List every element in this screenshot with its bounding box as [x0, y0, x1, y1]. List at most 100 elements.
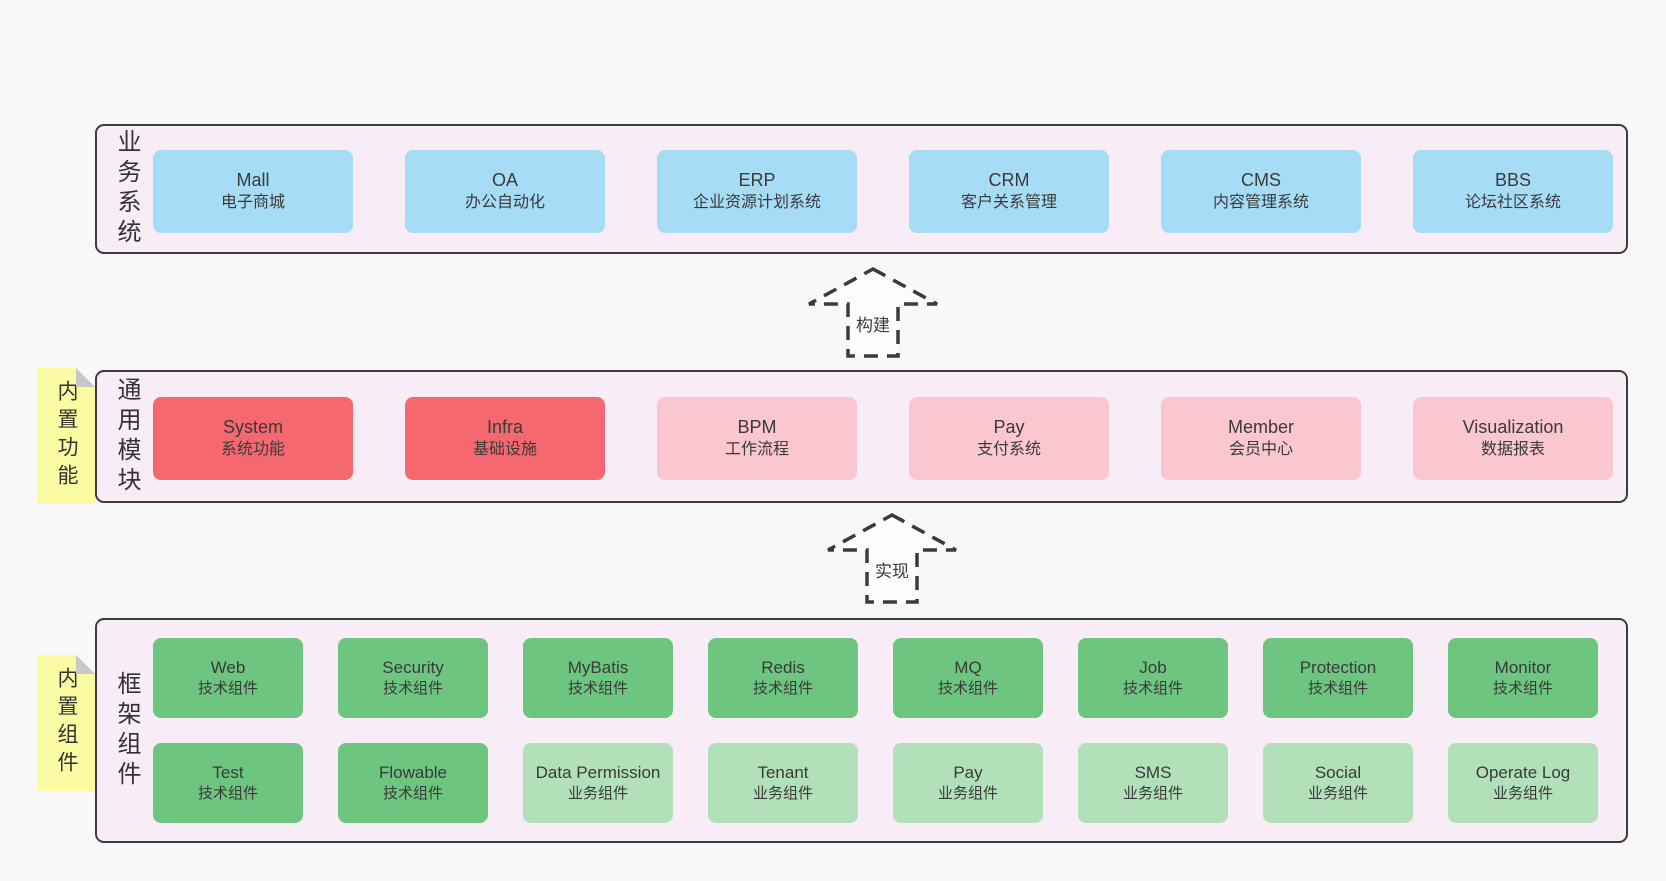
- sticky-note-label: 内置组件: [55, 667, 78, 779]
- module-box-subtitle: 业务组件: [1307, 784, 1368, 802]
- module-box-title: Operate Log: [1475, 762, 1571, 782]
- module-box-social: Social 业务组件: [1263, 743, 1413, 823]
- sticky-note-label: 内置功能: [55, 380, 78, 492]
- module-box-title: Pay: [953, 762, 983, 782]
- module-box-tenant: Tenant 业务组件: [708, 743, 858, 823]
- module-box-data-permission: Data Permission 业务组件: [523, 743, 673, 823]
- module-box-job: Job 技术组件: [1078, 638, 1228, 718]
- module-box-oa: OA 办公自动化: [405, 150, 605, 233]
- implement-arrow-label: 实现: [875, 562, 909, 581]
- module-box-subtitle: 技术组件: [1492, 679, 1553, 697]
- module-box-subtitle: 技术组件: [382, 784, 443, 802]
- module-box-security: Security 技术组件: [338, 638, 488, 718]
- module-box-title: Infra: [486, 417, 524, 438]
- module-box-title: System: [222, 417, 283, 438]
- module-box-title: Protection: [1299, 657, 1377, 677]
- module-box-subtitle: 技术组件: [197, 784, 258, 802]
- module-box-title: Security: [382, 657, 444, 677]
- module-box-subtitle: 技术组件: [1307, 679, 1368, 697]
- module-box-subtitle: 论坛社区系统: [1464, 194, 1561, 212]
- module-box-pay: Pay 支付系统: [909, 397, 1109, 480]
- module-box-infra: Infra 基础设施: [405, 397, 605, 480]
- module-box-bpm: BPM 工作流程: [657, 397, 857, 480]
- module-box-subtitle: 客户关系管理: [960, 194, 1057, 212]
- module-box-cms: CMS 内容管理系统: [1161, 150, 1361, 233]
- build-arrow: 构建: [788, 264, 958, 360]
- module-box-title: Test: [212, 762, 244, 782]
- module-box-title: ERP: [738, 170, 776, 191]
- module-box-subtitle: 系统功能: [220, 441, 285, 459]
- up-arrow-icon: [808, 267, 938, 358]
- module-box-title: Pay: [993, 417, 1025, 438]
- module-box-web: Web 技术组件: [153, 638, 303, 718]
- sticky-note-builtin-features: 内置功能: [37, 368, 95, 504]
- module-box-bbs: BBS 论坛社区系统: [1413, 150, 1613, 233]
- module-box-subtitle: 内容管理系统: [1212, 194, 1309, 212]
- module-box-crm: CRM 客户关系管理: [909, 150, 1109, 233]
- module-box-title: Member: [1227, 417, 1294, 438]
- module-box-title: MQ: [954, 657, 982, 677]
- module-box-title: Tenant: [757, 762, 809, 782]
- module-box-subtitle: 技术组件: [1122, 679, 1183, 697]
- module-box-subtitle: 业务组件: [1492, 784, 1553, 802]
- module-box-subtitle: 业务组件: [567, 784, 628, 802]
- band-side-label: 通用模块: [113, 376, 140, 497]
- module-box-operate-log: Operate Log 业务组件: [1448, 743, 1598, 823]
- module-box-subtitle: 企业资源计划系统: [692, 194, 821, 212]
- module-box-subtitle: 技术组件: [382, 679, 443, 697]
- band-row: System 系统功能 Infra 基础设施 BPM 工作流程 Pay 支付系统 Member 会…: [153, 397, 1613, 480]
- module-box-title: Web: [210, 657, 246, 677]
- module-box-member: Member 会员中心: [1161, 397, 1361, 480]
- module-box-erp: ERP 企业资源计划系统: [657, 150, 857, 233]
- module-box-title: Job: [1139, 657, 1167, 677]
- module-box-subtitle: 技术组件: [567, 679, 628, 697]
- module-box-redis: Redis 技术组件: [708, 638, 858, 718]
- module-box-title: Redis: [761, 657, 805, 677]
- module-box-subtitle: 业务组件: [752, 784, 813, 802]
- module-box-flowable: Flowable 技术组件: [338, 743, 488, 823]
- module-box-title: OA: [491, 170, 518, 191]
- module-box-title: CRM: [988, 170, 1030, 191]
- band-side-label: 框架组件: [113, 670, 140, 791]
- module-box-title: Social: [1314, 762, 1362, 782]
- module-box-title: Visualization: [1462, 417, 1564, 438]
- sticky-note-builtin-components: 内置组件: [37, 655, 95, 791]
- module-box-title: Flowable: [378, 762, 448, 782]
- module-box-subtitle: 技术组件: [752, 679, 813, 697]
- module-box-subtitle: 基础设施: [472, 441, 537, 459]
- build-arrow-label: 构建: [856, 316, 890, 335]
- implement-arrow: 实现: [807, 510, 977, 606]
- module-box-title: BBS: [1494, 170, 1532, 191]
- module-box-monitor: Monitor 技术组件: [1448, 638, 1598, 718]
- module-box-title: MyBatis: [567, 657, 629, 677]
- up-arrow-icon: [827, 513, 957, 604]
- module-box-title: BPM: [737, 417, 777, 438]
- module-box-subtitle: 支付系统: [976, 441, 1041, 459]
- module-box-title: CMS: [1241, 170, 1281, 191]
- module-box-subtitle: 数据报表: [1480, 441, 1545, 459]
- band-side-label: 业务系统: [113, 129, 140, 249]
- module-box-subtitle: 会员中心: [1228, 441, 1293, 459]
- module-box-visualization: Visualization 数据报表: [1413, 397, 1613, 480]
- module-box-title: Data Permission: [535, 762, 661, 782]
- module-box-title: SMS: [1134, 762, 1172, 782]
- module-box-subtitle: 工作流程: [724, 441, 789, 459]
- module-box-subtitle: 技术组件: [197, 679, 258, 697]
- band-common-modules: 通用模块 System 系统功能 Infra 基础设施 BPM 工作流程 Pay 支付系统 Me…: [95, 370, 1628, 503]
- module-box-title: Mall: [236, 170, 270, 191]
- module-box-title: Monitor: [1494, 657, 1552, 677]
- module-box-test: Test 技术组件: [153, 743, 303, 823]
- module-box-subtitle: 业务组件: [937, 784, 998, 802]
- module-box-subtitle: 办公自动化: [464, 194, 545, 212]
- module-box-pay: Pay 业务组件: [893, 743, 1043, 823]
- module-box-protection: Protection 技术组件: [1263, 638, 1413, 718]
